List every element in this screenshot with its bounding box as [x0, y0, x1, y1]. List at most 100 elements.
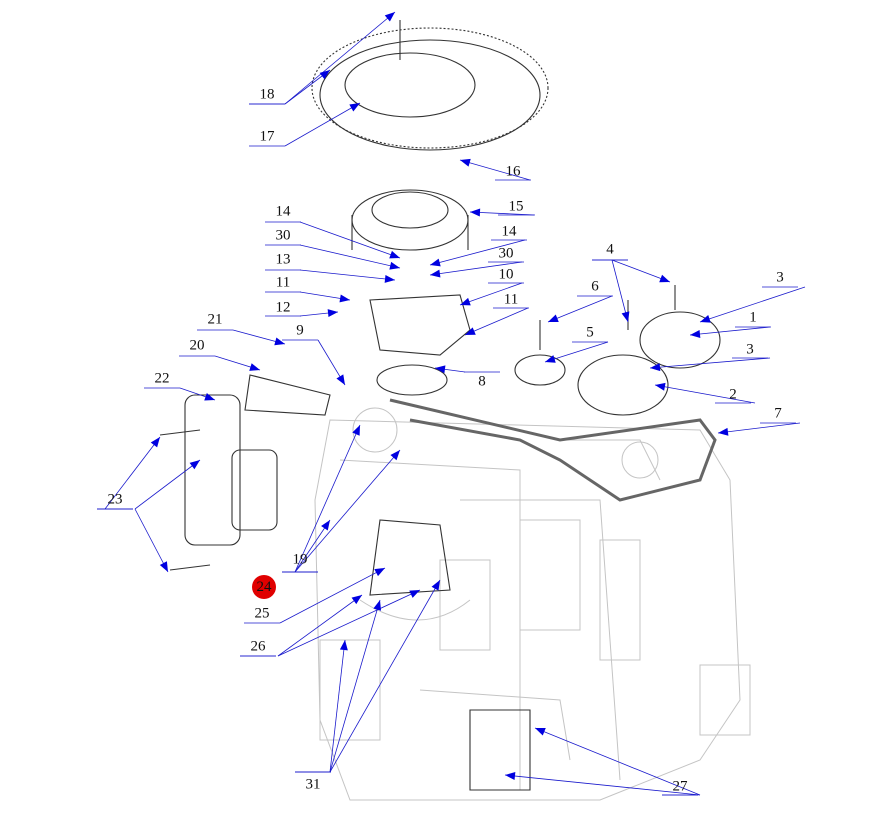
callout-17[interactable]: 17 — [259, 128, 275, 145]
arrowheads — [150, 12, 729, 780]
arrowhead — [460, 158, 471, 167]
callout-22[interactable]: 22 — [154, 370, 170, 387]
leader-line — [329, 579, 441, 773]
callout-31[interactable]: 31 — [305, 776, 321, 793]
arrowhead — [189, 460, 200, 470]
arrowhead — [655, 382, 666, 391]
callout-25[interactable]: 25 — [254, 605, 270, 622]
callout-12[interactable]: 12 — [275, 299, 291, 316]
arrowhead — [339, 640, 348, 651]
callout-3[interactable]: 3 — [776, 269, 784, 286]
arrowhead — [327, 309, 338, 318]
leader-line — [329, 639, 346, 773]
arrowhead — [349, 103, 360, 112]
arrowhead — [505, 772, 516, 780]
callout-11[interactable]: 11 — [275, 274, 291, 291]
leader-line — [469, 211, 536, 216]
callout-16[interactable]: 16 — [505, 163, 521, 180]
arrowhead — [150, 437, 160, 448]
leader-line — [689, 326, 771, 336]
pulley — [376, 364, 448, 396]
callout-2[interactable]: 2 — [729, 386, 737, 403]
arrowhead — [339, 294, 350, 303]
callout-30[interactable]: 30 — [275, 227, 291, 244]
leader-line — [504, 774, 701, 796]
arrowhead — [430, 269, 441, 278]
cam-pulley-2 — [577, 354, 669, 416]
cam-pulley-1 — [639, 311, 721, 369]
idler — [514, 354, 566, 386]
leader-line — [534, 727, 701, 796]
leader-line — [299, 269, 396, 281]
arrowhead — [389, 250, 400, 259]
arrowhead — [470, 208, 481, 217]
arrowhead — [431, 580, 440, 591]
arrowhead — [204, 392, 215, 401]
arrowhead — [718, 427, 729, 436]
arrowhead — [384, 274, 395, 283]
arrowhead — [351, 595, 362, 605]
arrowhead — [274, 337, 285, 346]
callout-13[interactable]: 13 — [275, 251, 291, 268]
mount-bracket — [369, 519, 451, 596]
leader-line — [134, 508, 169, 573]
callout-26[interactable]: 26 — [250, 638, 266, 655]
arrowhead — [409, 590, 420, 598]
arrowhead — [621, 311, 630, 322]
callout-9[interactable]: 9 — [296, 322, 304, 339]
arrowhead — [336, 374, 345, 385]
callout-6[interactable]: 6 — [591, 278, 599, 295]
callout-20[interactable]: 20 — [189, 337, 205, 354]
arrowhead — [545, 355, 556, 363]
callout-21[interactable]: 21 — [207, 311, 223, 328]
leader-line — [429, 239, 526, 266]
leader-line — [299, 244, 401, 269]
leader-line — [717, 422, 801, 434]
leader-line — [547, 295, 613, 323]
callout-1[interactable]: 1 — [749, 309, 757, 326]
arrowhead — [548, 314, 559, 322]
leader-lines — [97, 11, 806, 796]
arrowhead — [321, 520, 330, 531]
callout-7[interactable]: 7 — [774, 405, 782, 422]
callout-3[interactable]: 3 — [746, 341, 754, 358]
timing-belt — [389, 398, 717, 502]
arrowhead — [374, 568, 385, 577]
callout-14[interactable]: 14 — [501, 223, 517, 240]
callout-11[interactable]: 11 — [503, 291, 519, 308]
arrowhead — [390, 450, 400, 461]
callout-18[interactable]: 18 — [259, 86, 275, 103]
bracket — [369, 294, 471, 356]
callout-4[interactable]: 4 — [606, 241, 614, 258]
arrowhead — [700, 315, 711, 323]
parts-drawings — [159, 20, 721, 791]
leader-line — [277, 594, 363, 657]
arrowhead — [690, 330, 701, 338]
arrowhead — [352, 425, 360, 436]
leader-line — [459, 282, 523, 306]
callout-30[interactable]: 30 — [498, 245, 514, 262]
leader-line — [464, 307, 529, 336]
arrowhead — [650, 363, 661, 372]
leader-line — [294, 424, 361, 573]
starter-motor — [184, 394, 241, 546]
callout-14[interactable]: 14 — [275, 203, 291, 220]
leader-line — [544, 341, 609, 363]
callout-19[interactable]: 19 — [292, 551, 308, 568]
arrowhead — [430, 258, 441, 267]
leader-line — [699, 286, 806, 323]
flywheel — [319, 39, 541, 151]
arrowhead — [373, 600, 382, 611]
callout-10[interactable]: 10 — [498, 266, 514, 283]
leader-line — [284, 102, 361, 147]
highlighted-callout-24[interactable]: 24 — [252, 575, 276, 599]
leader-line — [104, 436, 161, 510]
callout-15[interactable]: 15 — [508, 198, 524, 215]
callout-8[interactable]: 8 — [478, 373, 486, 390]
callout-23[interactable]: 23 — [107, 491, 123, 508]
callout-27[interactable]: 27 — [672, 778, 688, 795]
callout-5[interactable]: 5 — [586, 324, 594, 341]
arrowhead — [159, 561, 168, 572]
